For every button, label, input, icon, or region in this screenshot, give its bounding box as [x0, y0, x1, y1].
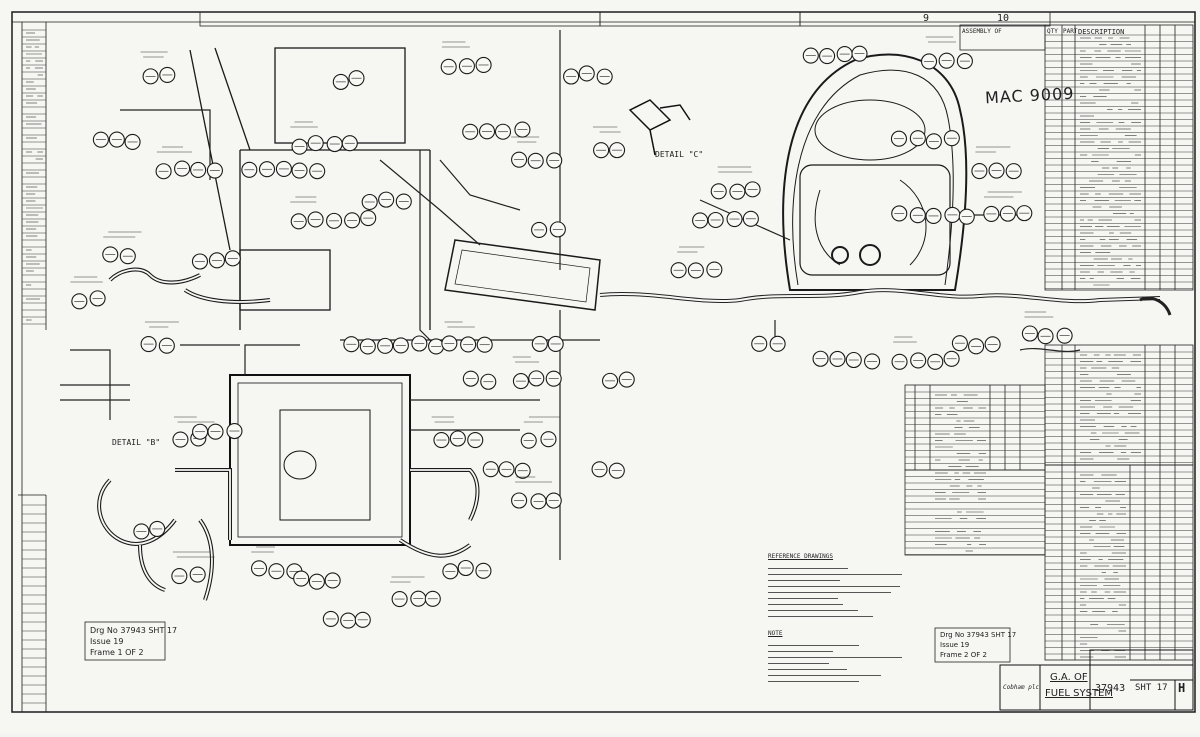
company-logo: Cobham plc [1003, 684, 1040, 691]
ref-right-line3: Frame 2 OF 2 [940, 651, 987, 659]
note-heading: NOTE [768, 630, 783, 637]
ref-left-line1: Drg No 37943 SHT 17 [90, 626, 178, 635]
header-qty: QTY [1047, 28, 1058, 35]
ref-right-line2: Issue 19 [940, 641, 970, 649]
sheet-number: SHT 17 [1135, 683, 1168, 693]
detail-b-label: DETAIL "B" [112, 438, 161, 447]
header-assembly-of: ASSEMBLY OF [962, 28, 1002, 35]
column-number-10: 10 [997, 13, 1010, 24]
title-line-2: FUEL SYSTEM [1045, 688, 1113, 699]
header-description: DESCRIPTION [1078, 28, 1125, 36]
title-line-1: G.A. OF [1050, 672, 1088, 683]
drawing-number: 37943 [1095, 683, 1126, 694]
detail-c-label: DETAIL "C" [655, 150, 704, 159]
ref-right-line1: Drg No 37943 SHT 17 [940, 631, 1017, 639]
column-number-9: 9 [923, 13, 930, 24]
ref-left-line2: Issue 19 [90, 637, 124, 646]
reference-drawings-heading: REFERENCE DRAWINGS [768, 553, 834, 560]
header-part: PART [1063, 28, 1078, 35]
reference-drawings-list [768, 563, 908, 622]
note-text [768, 640, 908, 687]
ref-left-line3: Frame 1 OF 2 [90, 648, 144, 657]
issue-letter: H [1178, 681, 1186, 695]
